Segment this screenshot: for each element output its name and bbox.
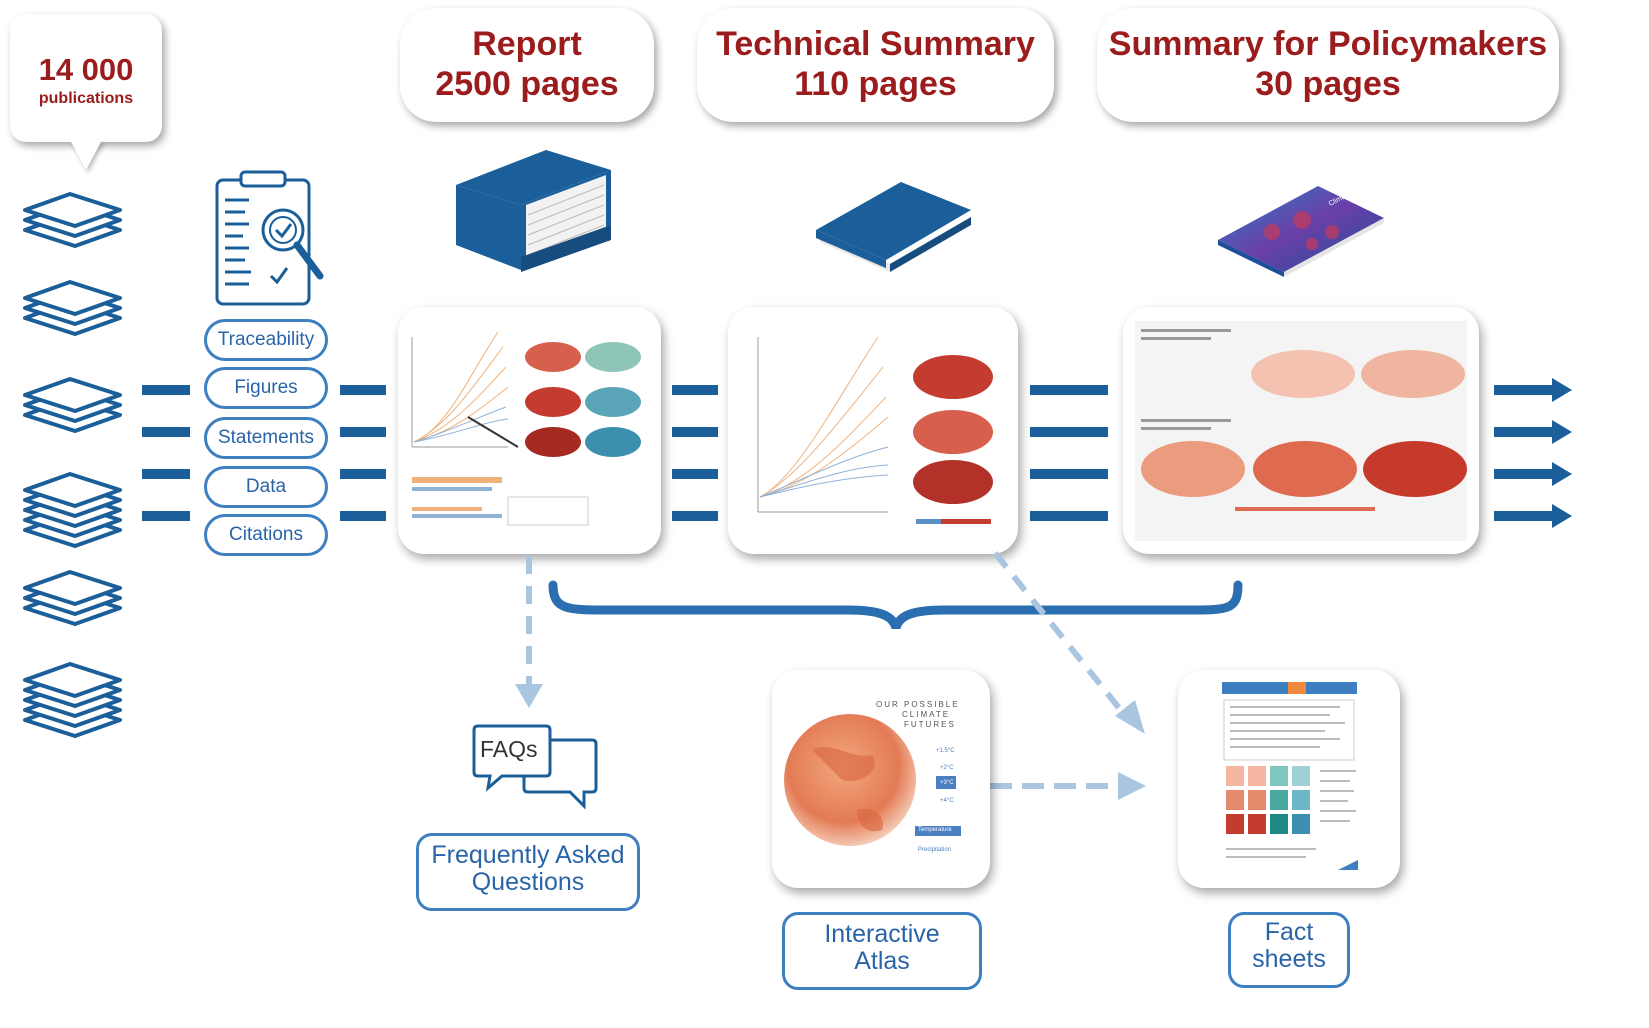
spm-figure <box>1135 321 1467 541</box>
flow-dash <box>1030 385 1108 395</box>
faqs-icon-text: FAQs <box>480 736 538 762</box>
atlas-precip-button: Precipitation <box>918 847 952 853</box>
flow-dash <box>142 511 190 521</box>
flow-dash <box>672 385 718 395</box>
atlas-level: +3°C <box>940 780 954 786</box>
dashed-arrow-icon <box>992 551 1145 734</box>
paper-sheet <box>23 570 122 606</box>
ts-title-box: Technical Summary 110 pages <box>697 8 1054 122</box>
spm-title-box: Summary for Policymakers 30 pages <box>1097 8 1559 122</box>
spm-preview-card <box>1123 307 1479 554</box>
factsheets-label-2: sheets <box>1252 945 1326 973</box>
flow-dash <box>1030 511 1108 521</box>
ts-pages: 110 pages <box>794 65 957 103</box>
report-title-box: Report 2500 pages <box>400 8 654 122</box>
chat-bubbles-icon: FAQs <box>472 722 602 812</box>
clipboard-magnifier-icon <box>215 170 324 306</box>
callout-tail <box>70 140 102 170</box>
flow-dash <box>672 427 718 437</box>
report-pages: 2500 pages <box>435 65 619 103</box>
flow-dash <box>142 385 190 395</box>
spm-pages: 30 pages <box>1255 65 1401 103</box>
paper-sheet <box>23 472 122 508</box>
pill-figures: Figures <box>204 367 328 409</box>
faqs-label-2: Questions <box>471 868 585 896</box>
publications-label: publications <box>38 90 134 107</box>
paper-stacks <box>23 192 122 738</box>
flow-dash <box>1030 469 1108 479</box>
flow-dash <box>340 469 386 479</box>
atlas-level: +1.5°C <box>936 748 955 754</box>
faqs-label-1: Frequently Asked <box>431 841 625 869</box>
paper-stack-icon <box>23 662 122 738</box>
pill-data: Data <box>204 466 328 508</box>
ts-figure <box>757 336 993 524</box>
ts-title: Technical Summary <box>716 25 1035 63</box>
atlas-globe <box>784 714 961 846</box>
report-figure <box>411 331 641 526</box>
paper-stack-icon <box>23 472 122 548</box>
paper-stack-icon <box>23 280 122 336</box>
atlas-screen-title-2: CLIMATE <box>902 710 951 719</box>
flow-dash <box>340 427 386 437</box>
publications-callout: 14 000 publications <box>10 14 162 142</box>
dashed-arrow-icon <box>990 772 1146 800</box>
flow-dash <box>340 511 386 521</box>
atlas-level: +4°C <box>940 798 954 804</box>
pill-citations: Citations <box>204 514 328 556</box>
publications-count: 14 000 <box>38 52 134 87</box>
atlas-label-box: Interactive Atlas <box>782 912 982 990</box>
paper-stack-icon <box>23 377 122 433</box>
brace-icon <box>548 580 1243 630</box>
pill-traceability: Traceability <box>204 319 328 361</box>
factsheets-label-box: Fact sheets <box>1228 912 1350 988</box>
paper-sheet <box>23 377 122 413</box>
paper-sheet <box>23 280 122 316</box>
atlas-label-2: Atlas <box>854 947 910 975</box>
report-title: Report <box>472 25 582 63</box>
book-icon <box>816 182 971 272</box>
paper-stack-icon <box>23 192 122 248</box>
atlas-temp-button: Temperature <box>918 827 952 833</box>
book-icon: Climate Change 2021 <box>1218 171 1391 277</box>
atlas-level: +2°C <box>940 765 954 771</box>
spm-title: Summary for Policymakers <box>1108 25 1548 63</box>
flow-dash <box>340 385 386 395</box>
factsheet-page <box>1222 682 1358 870</box>
dashed-arrow-icon <box>515 556 543 708</box>
flow-dash <box>142 427 190 437</box>
factsheet-preview-card <box>1178 670 1400 888</box>
flow-dash <box>142 469 190 479</box>
paper-stack-icon <box>23 570 122 626</box>
atlas-screen-title-1: OUR POSSIBLE <box>876 700 960 709</box>
pill-statements: Statements <box>204 417 328 459</box>
flow-dash <box>672 469 718 479</box>
book-icon <box>456 150 611 272</box>
report-preview-card <box>398 307 661 554</box>
atlas-screen-title-3: FUTURES <box>904 720 956 729</box>
flow-dash <box>1030 427 1108 437</box>
faqs-label-box: Frequently Asked Questions <box>416 833 640 911</box>
atlas-preview-card: OUR POSSIBLE CLIMATE FUTURES +1.5°C +2°C… <box>772 670 990 888</box>
ts-preview-card <box>728 307 1018 554</box>
paper-sheet <box>23 192 122 228</box>
factsheets-label-1: Fact <box>1264 918 1314 946</box>
atlas-label-1: Interactive <box>824 920 940 948</box>
paper-sheet <box>23 662 122 698</box>
svg-text:Climate Change 2021: Climate Change 2021 <box>1328 171 1392 208</box>
arrow-icon <box>1494 378 1572 528</box>
flow-dash <box>672 511 718 521</box>
